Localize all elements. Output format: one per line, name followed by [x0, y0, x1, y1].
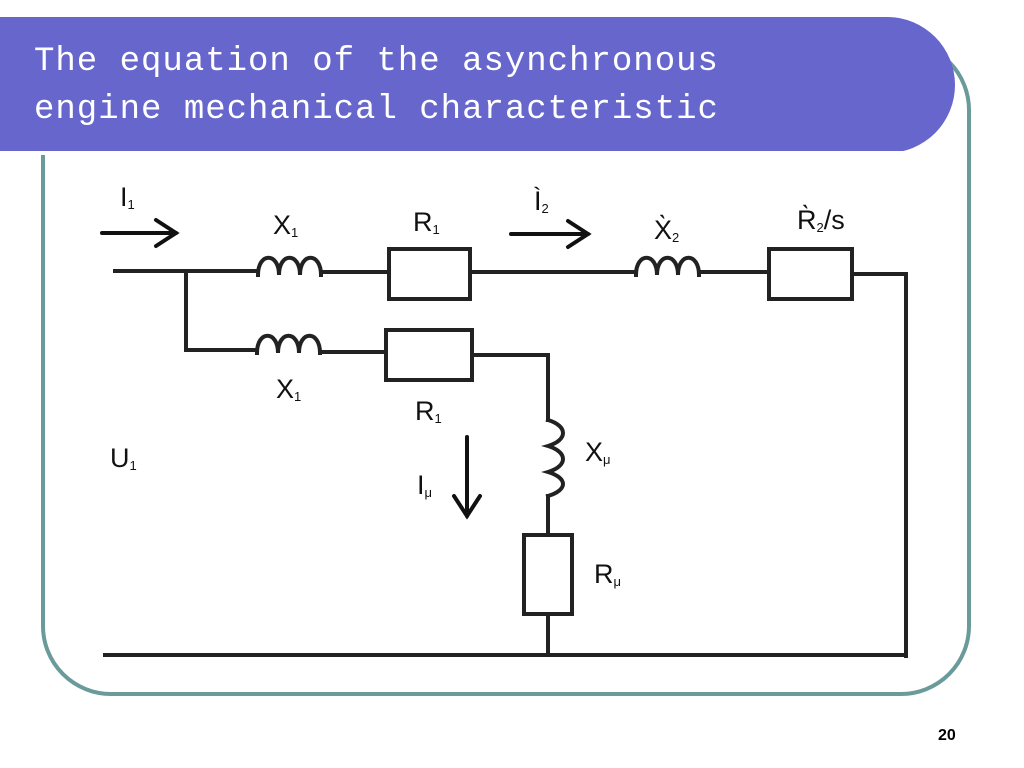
inductor-x2-prime — [633, 255, 702, 278]
slide-title-line-1: The equation of the asynchronous — [34, 43, 719, 81]
resistor-r-mu — [522, 533, 574, 616]
label-i-mu: Iμ — [417, 470, 432, 500]
label-x-mu: Xμ — [585, 437, 611, 467]
inductor-x-mu — [541, 417, 565, 499]
label-r1-top: R1 — [413, 207, 440, 237]
slide-title-line-2: engine mechanical characteristic — [34, 91, 719, 129]
label-r2-prime-over-s: R̀2/s — [797, 204, 845, 235]
title-banner: The equation of the asynchronous engine … — [0, 17, 955, 155]
title-underline — [0, 151, 905, 155]
label-x1-top: X1 — [273, 210, 298, 240]
resistor-r1-top — [387, 247, 472, 301]
resistor-r1-bottom — [384, 328, 474, 382]
label-r-mu: Rμ — [594, 559, 621, 589]
resistor-r2-prime-over-s — [767, 247, 854, 301]
inductor-x1-top — [255, 255, 324, 278]
label-i2-prime: Ì2 — [534, 186, 549, 216]
label-x1-bottom: X1 — [276, 374, 301, 404]
label-r1-bottom: R1 — [415, 396, 442, 426]
arrow-i-mu-icon — [452, 435, 482, 520]
label-x2-prime: X̀2 — [654, 214, 679, 245]
page-number: 20 — [938, 727, 956, 744]
label-i1: I1 — [120, 182, 135, 212]
label-u1: U1 — [110, 443, 137, 473]
arrow-i2-prime-icon — [509, 219, 592, 249]
inductor-x1-bottom — [254, 333, 323, 356]
arrow-i1-icon — [100, 218, 180, 248]
